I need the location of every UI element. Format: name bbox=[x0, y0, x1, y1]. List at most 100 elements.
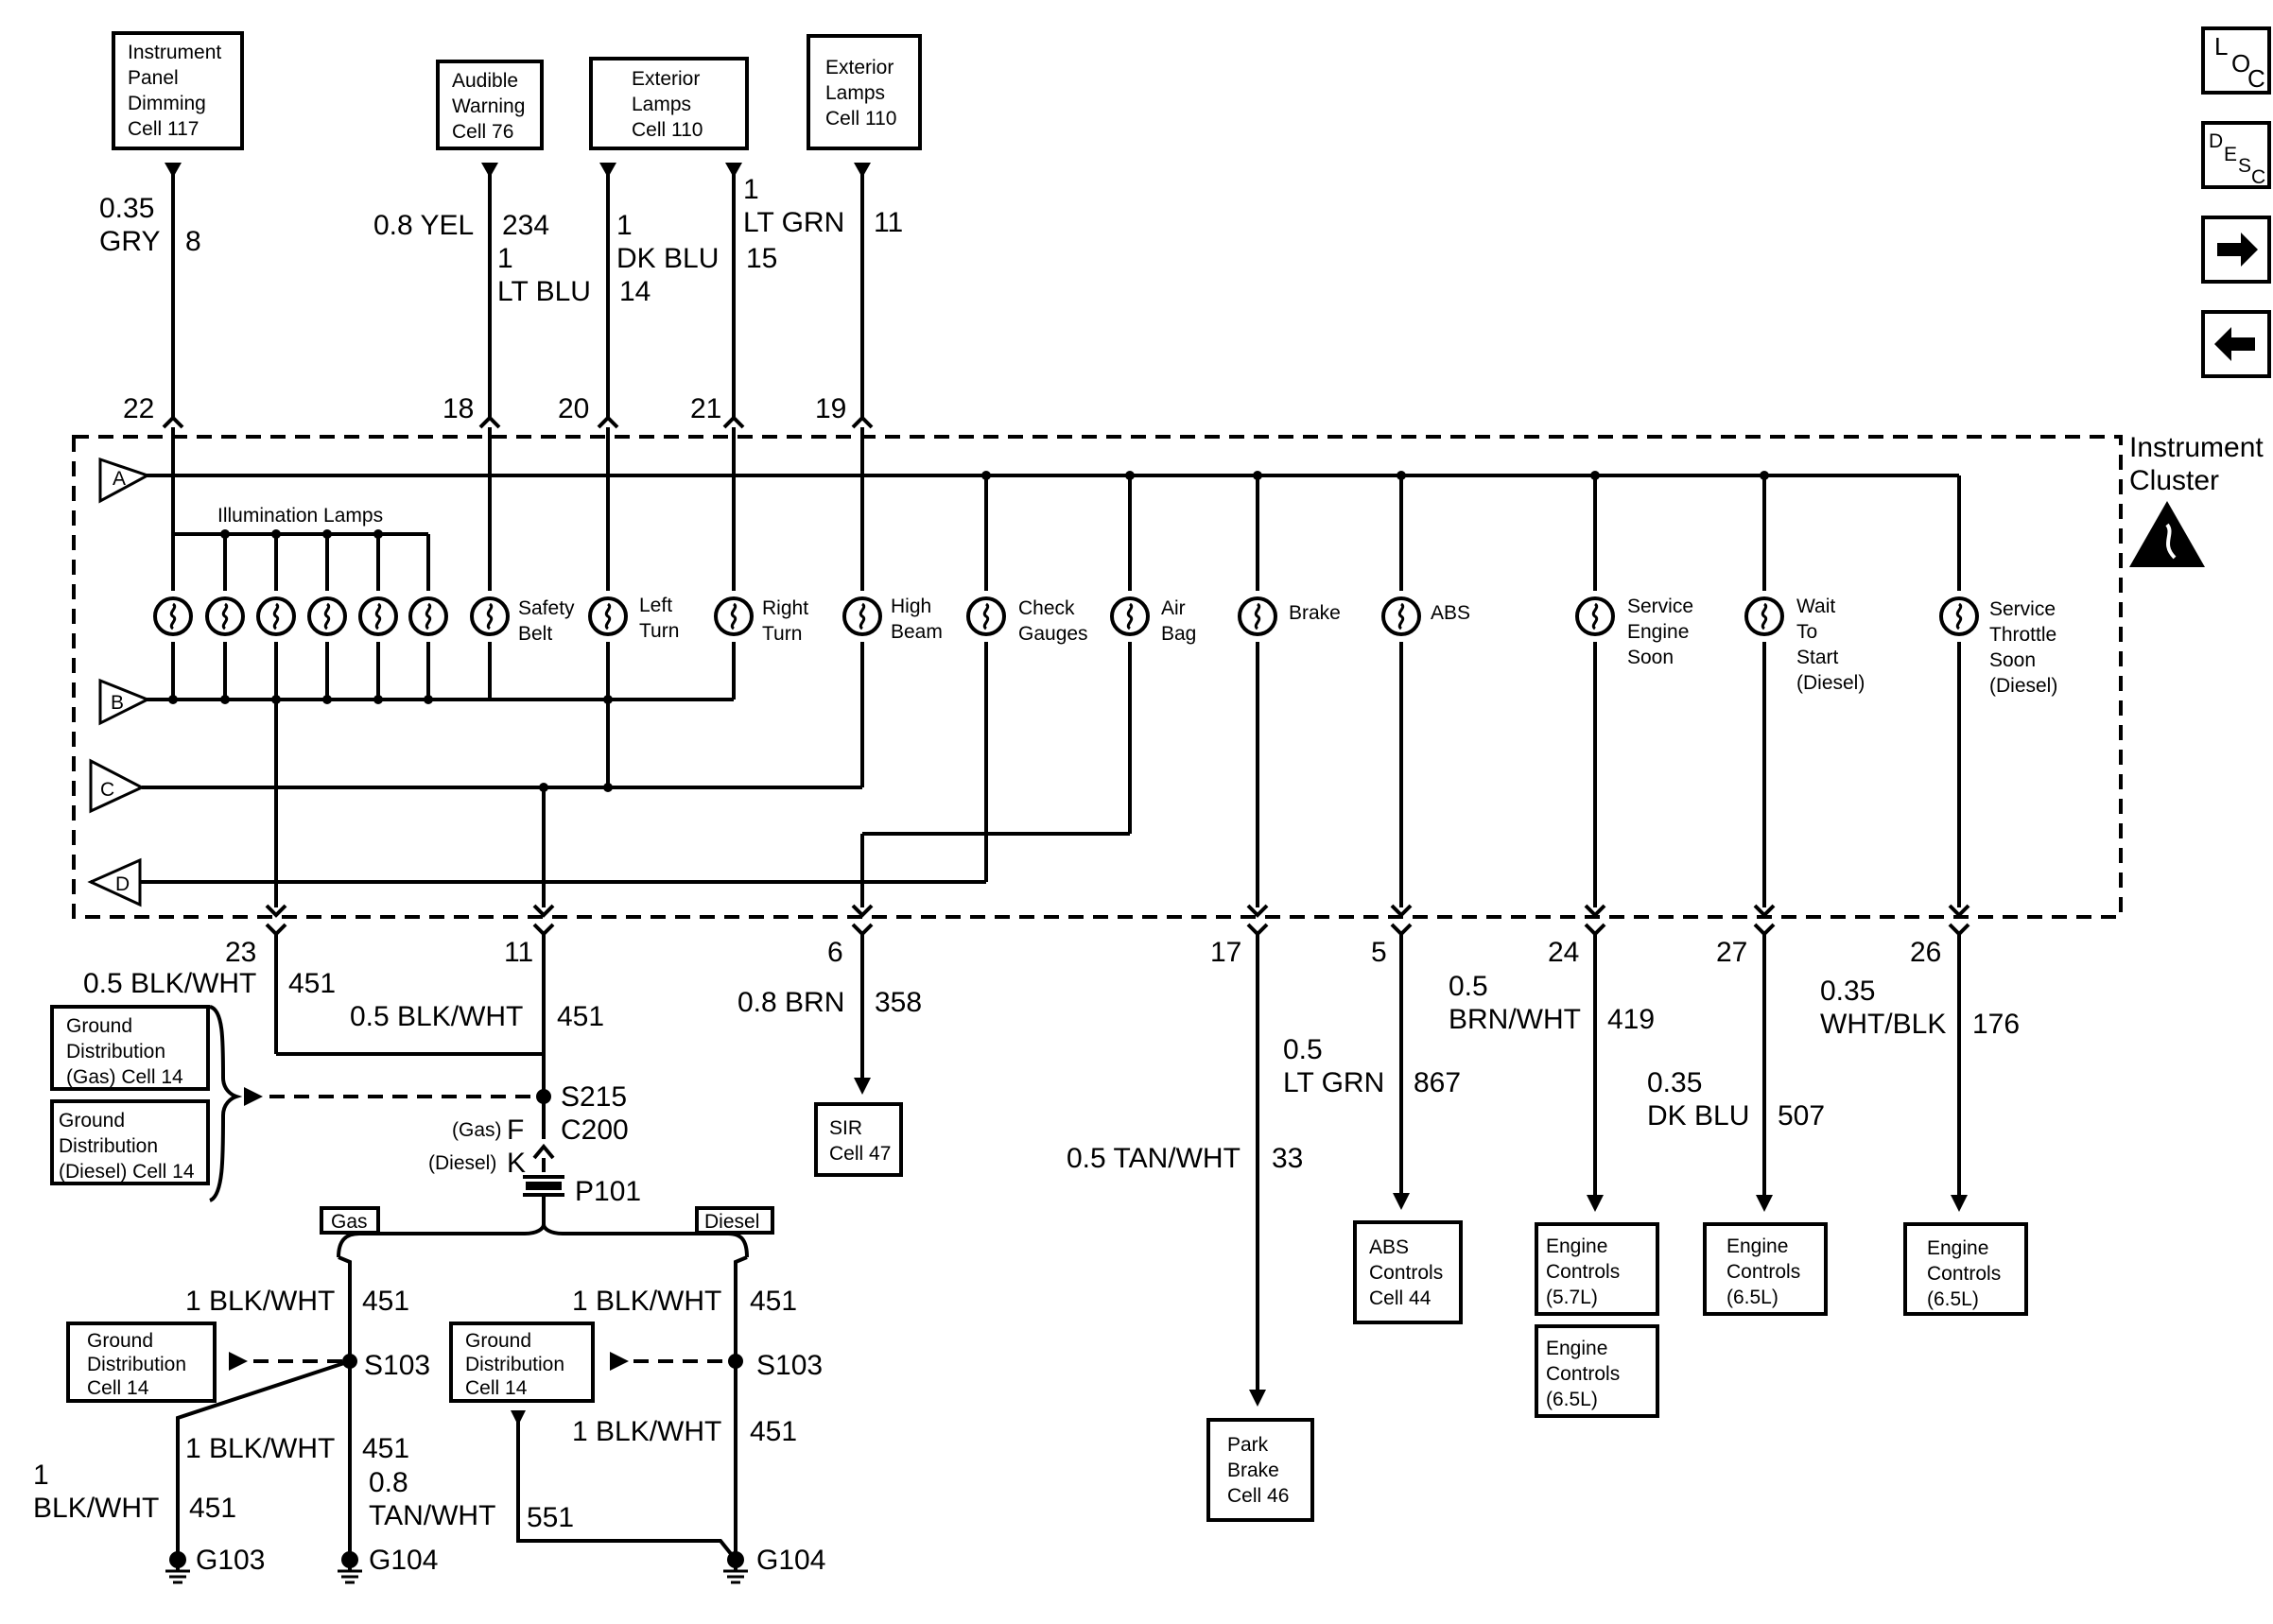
back-button[interactable] bbox=[2201, 310, 2271, 378]
svg-text:Controls: Controls bbox=[1927, 1263, 2001, 1285]
svg-text:B: B bbox=[111, 692, 124, 714]
svg-text:Park: Park bbox=[1227, 1434, 1269, 1456]
svg-text:Cell 44: Cell 44 bbox=[1369, 1287, 1431, 1309]
svg-text:Cell 76: Cell 76 bbox=[452, 121, 513, 143]
wire-p23-label: 0.5 BLK/WHT bbox=[83, 968, 256, 999]
wire-left-color: BLK/WHT bbox=[33, 1493, 159, 1524]
svg-text:Exterior: Exterior bbox=[632, 68, 700, 90]
pin-19: 19 bbox=[815, 393, 846, 424]
ref-ground-distribution-gas[interactable]: Ground Distribution (Gas) Cell 14 bbox=[50, 1005, 210, 1091]
svg-text:Safety: Safety bbox=[518, 597, 575, 619]
ref-ground-distribution-left[interactable]: Ground Distribution Cell 14 bbox=[66, 1322, 217, 1403]
svg-text:(Diesel) Cell 14: (Diesel) Cell 14 bbox=[59, 1161, 195, 1183]
wire-11-circuit: 11 bbox=[874, 207, 903, 238]
svg-text:Controls: Controls bbox=[1726, 1261, 1800, 1283]
ref-exterior-lamps-2[interactable]: Exterior Lamps Cell 110 bbox=[807, 34, 922, 150]
wire-p11-circuit: 451 bbox=[557, 1001, 604, 1032]
svg-text:Exterior: Exterior bbox=[825, 57, 894, 78]
svg-text:Engine: Engine bbox=[1546, 1338, 1607, 1359]
svg-text:High: High bbox=[891, 596, 931, 617]
forward-button[interactable] bbox=[2201, 216, 2271, 284]
lamp-abs: ABS bbox=[1381, 596, 1470, 636]
svg-text:Controls: Controls bbox=[1546, 1363, 1620, 1385]
ref-sir[interactable]: SIR Cell 47 bbox=[814, 1102, 903, 1177]
svg-text:Turn: Turn bbox=[639, 620, 679, 642]
wire-p17-circuit: 33 bbox=[1272, 1143, 1303, 1174]
ref-engine-controls-65-a[interactable]: Engine Controls (6.5L) bbox=[1535, 1324, 1659, 1418]
wire-234-label: 0.8 YEL bbox=[373, 210, 474, 241]
ref-ground-distribution-diesel[interactable]: Ground Distribution (Diesel) Cell 14 bbox=[50, 1099, 210, 1185]
gas-diesel-brace: Gas Diesel bbox=[320, 1206, 774, 1258]
ref-engine-controls-65-b[interactable]: Engine Controls (6.5L) bbox=[1703, 1222, 1828, 1316]
ref-park-brake[interactable]: Park Brake Cell 46 bbox=[1206, 1418, 1314, 1522]
desc-button[interactable]: D E S C bbox=[2201, 121, 2271, 189]
svg-text:Wait: Wait bbox=[1796, 596, 1835, 617]
svg-text:Distribution: Distribution bbox=[66, 1041, 165, 1063]
svg-text:A: A bbox=[113, 468, 126, 490]
wire-p27-color: DK BLU bbox=[1647, 1100, 1749, 1132]
svg-text:Controls: Controls bbox=[1369, 1262, 1443, 1284]
wire-a2-circuit: 451 bbox=[362, 1433, 409, 1464]
wire-p23-circuit: 451 bbox=[288, 968, 336, 999]
svg-text:Beam: Beam bbox=[891, 621, 943, 643]
svg-text:K: K bbox=[507, 1148, 526, 1179]
svg-text:Belt: Belt bbox=[518, 623, 552, 645]
wire-b2-label: 1 BLK/WHT bbox=[572, 1416, 721, 1447]
svg-text:Soon: Soon bbox=[1627, 647, 1674, 668]
ref-engine-controls-65-c[interactable]: Engine Controls (6.5L) bbox=[1903, 1222, 2028, 1316]
wire-p26-color: WHT/BLK bbox=[1820, 1009, 1946, 1040]
ref-abs-controls[interactable]: ABS Controls Cell 44 bbox=[1353, 1220, 1463, 1324]
pin-18: 18 bbox=[442, 393, 474, 424]
svg-text:(Diesel): (Diesel) bbox=[1989, 675, 2057, 697]
ref-exterior-lamps-1[interactable]: Exterior Lamps Cell 110 bbox=[589, 57, 749, 150]
svg-text:Diesel: Diesel bbox=[704, 1211, 759, 1233]
wire-a2-label: 1 BLK/WHT bbox=[185, 1433, 335, 1464]
svg-text:(Diesel): (Diesel) bbox=[1796, 672, 1865, 694]
wire-p26-gauge: 0.35 bbox=[1820, 976, 1875, 1007]
svg-text:Panel: Panel bbox=[128, 67, 179, 89]
wire-8-gauge: 0.35 bbox=[99, 193, 154, 224]
ref-engine-controls-57[interactable]: Engine Controls (5.7L) bbox=[1535, 1222, 1659, 1316]
wire-p6-label: 0.8 BRN bbox=[737, 987, 844, 1018]
svg-text:Instrument: Instrument bbox=[128, 42, 221, 63]
svg-text:C: C bbox=[2251, 166, 2265, 188]
svg-text:To: To bbox=[1796, 621, 1817, 643]
wire-14-gauge: 1 bbox=[497, 243, 513, 274]
illumination-lamps: Illumination Lamps bbox=[153, 475, 448, 636]
wire-b1-circuit: 451 bbox=[750, 1286, 797, 1317]
wire-14-circuit: 14 bbox=[619, 276, 651, 307]
svg-text:Cell 110: Cell 110 bbox=[825, 108, 897, 130]
ref-instrument-panel-dimming[interactable]: Instrument Panel Dimming Cell 117 bbox=[112, 31, 244, 150]
svg-text:P101: P101 bbox=[575, 1176, 641, 1207]
svg-text:(6.5L): (6.5L) bbox=[1726, 1287, 1778, 1308]
bus-c: C bbox=[89, 642, 864, 814]
ref-audible-warning[interactable]: Audible Warning Cell 76 bbox=[436, 60, 544, 150]
wire-a4-color: TAN/WHT bbox=[369, 1500, 495, 1531]
svg-text:F: F bbox=[507, 1114, 524, 1146]
svg-text:ABS: ABS bbox=[1369, 1236, 1409, 1258]
cluster-title-line1: Instrument bbox=[2129, 432, 2264, 463]
svg-text:Cell 46: Cell 46 bbox=[1227, 1485, 1289, 1507]
pin-23: 23 bbox=[225, 937, 256, 968]
loc-button[interactable]: L O C bbox=[2201, 26, 2271, 95]
ref-ground-distribution-mid[interactable]: Ground Distribution Cell 14 bbox=[449, 1322, 595, 1403]
svg-text:C: C bbox=[2247, 64, 2265, 93]
wire-p24-gauge: 0.5 bbox=[1449, 971, 1488, 1002]
svg-text:Check: Check bbox=[1018, 597, 1075, 619]
wire-11-gauge: 1 bbox=[743, 174, 759, 205]
svg-text:(5.7L): (5.7L) bbox=[1546, 1287, 1598, 1308]
bus-b: B bbox=[98, 642, 736, 726]
connector-c200: C200 bbox=[561, 1114, 629, 1146]
svg-text:Bag: Bag bbox=[1161, 623, 1196, 645]
pin-27: 27 bbox=[1716, 937, 1747, 968]
svg-text:Brake: Brake bbox=[1227, 1460, 1279, 1481]
pin-24: 24 bbox=[1548, 937, 1579, 968]
svg-text:Lamps: Lamps bbox=[825, 82, 885, 104]
gas-branch: S103 G103 G104 bbox=[164, 1255, 438, 1584]
connector-p101: P101 bbox=[523, 1143, 641, 1227]
svg-text:(Gas): (Gas) bbox=[452, 1119, 502, 1141]
